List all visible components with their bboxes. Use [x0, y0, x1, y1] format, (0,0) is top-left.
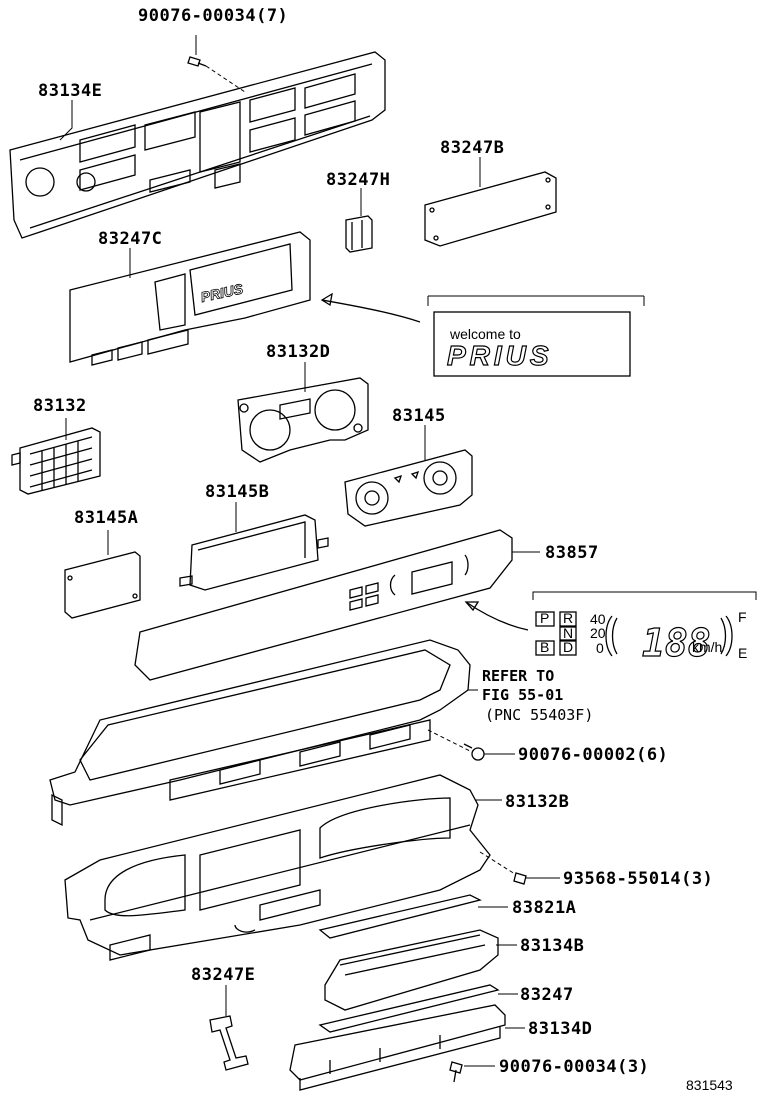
label-90076-00034-7: 90076-00034(7)	[138, 6, 288, 26]
label-83132: 83132	[33, 396, 87, 416]
label-83145: 83145	[392, 406, 446, 426]
part-83134B	[324, 929, 499, 1011]
fuel-f: F	[738, 609, 747, 625]
label-90076-00002-6: 90076-00002(6)	[518, 745, 668, 765]
mini-prius-logo: PRIUS	[199, 280, 245, 305]
scale-20: 20	[590, 625, 606, 641]
part-83132B	[64, 774, 491, 961]
part-83132	[11, 427, 101, 495]
gear-n: N	[563, 625, 573, 641]
part-83247H	[345, 215, 373, 253]
screw-middle	[427, 729, 485, 761]
part-83247B	[424, 171, 557, 247]
part-83247	[318, 984, 500, 1033]
scale-0: 0	[596, 640, 604, 656]
part-83247E	[209, 1015, 249, 1071]
gear-b: B	[540, 639, 549, 655]
figure-number: 831543	[686, 1077, 733, 1093]
speed-unit: km/h	[692, 639, 722, 655]
part-83145A	[64, 551, 141, 619]
part-83821A	[318, 894, 482, 939]
leader-83134E	[59, 100, 73, 141]
part-83134D	[289, 1004, 506, 1091]
part-83132D	[237, 377, 369, 463]
label-83821A: 83821A	[512, 898, 576, 918]
label-83247E: 83247E	[191, 965, 255, 985]
display-panel: P R N B D 40 20 0 188 km/h F E	[464, 591, 757, 666]
part-83145B	[179, 514, 329, 591]
ref-line2: FIG 55-01	[482, 686, 563, 704]
label-83132D: 83132D	[266, 342, 330, 362]
gear-p: P	[540, 610, 549, 626]
label-93568-55014-3: 93568-55014(3)	[563, 869, 713, 889]
welcome-small-text: welcome to	[449, 326, 521, 342]
gear-d: D	[563, 639, 573, 655]
label-83247H: 83247H	[326, 170, 390, 190]
scale-40: 40	[590, 611, 606, 627]
label-83247B: 83247B	[440, 138, 504, 158]
label-83247C: 83247C	[98, 229, 162, 249]
welcome-brand-text: PRIUS	[447, 340, 553, 371]
part-83145	[344, 449, 473, 527]
label-83857: 83857	[545, 543, 599, 563]
label-83132B: 83132B	[505, 792, 569, 812]
fuel-e: E	[738, 645, 747, 661]
part-83857	[134, 529, 513, 681]
ref-line1: REFER TO	[482, 667, 554, 685]
welcome-panel: welcome to PRIUS	[320, 292, 645, 377]
screw-bottom	[449, 1061, 463, 1083]
screw-right	[479, 851, 527, 885]
label-83145B: 83145B	[205, 482, 269, 502]
label-83145A: 83145A	[74, 508, 138, 528]
cluster-housing	[49, 639, 471, 827]
screw-top	[187, 35, 246, 93]
part-83134E	[9, 51, 386, 239]
label-83134E: 83134E	[38, 81, 102, 101]
gear-r: R	[563, 610, 573, 626]
ref-line3: (PNC 55403F)	[485, 706, 593, 724]
label-83134D: 83134D	[528, 1019, 592, 1039]
label-83134B: 83134B	[520, 936, 584, 956]
label-90076-00034-3: 90076-00034(3)	[499, 1057, 649, 1077]
label-83247: 83247	[520, 985, 574, 1005]
speed-digits: 188	[642, 621, 711, 665]
